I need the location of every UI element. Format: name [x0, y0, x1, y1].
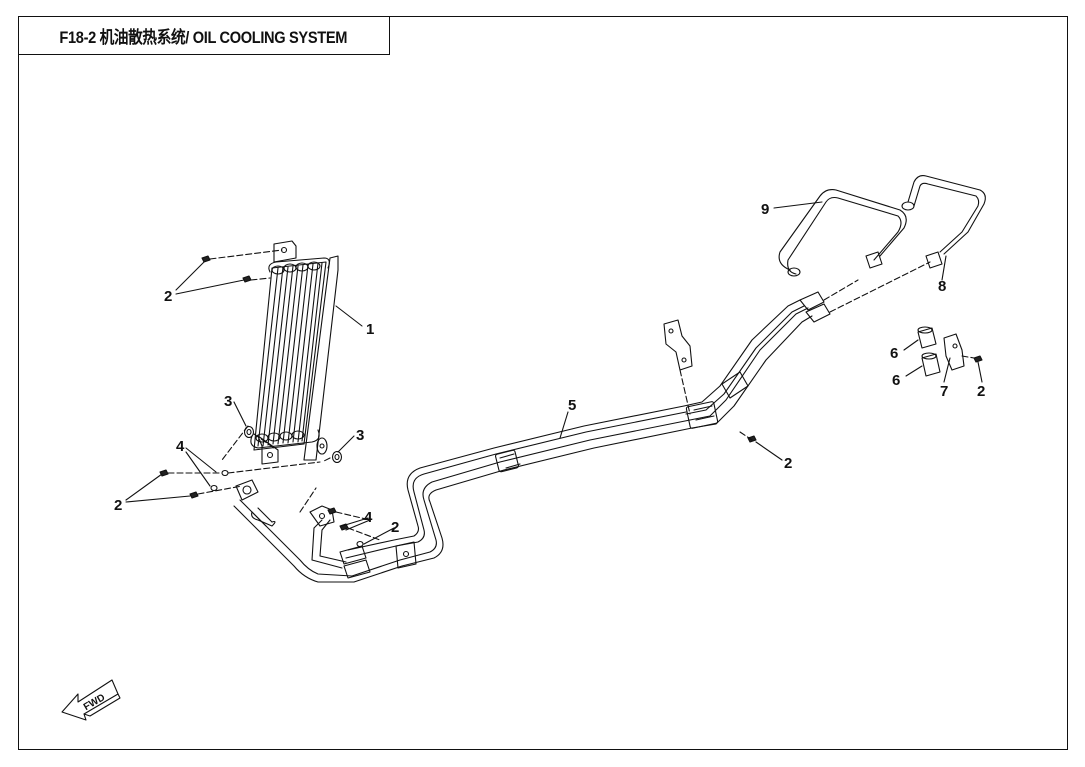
- callout-2-far-right: 2: [977, 383, 985, 400]
- callout-8: 8: [938, 278, 946, 295]
- sleeves-and-clamp: [917, 326, 983, 377]
- callout-6-lower: 6: [892, 372, 900, 389]
- fwd-label: FWD: [82, 692, 107, 713]
- callout-3-right: 3: [356, 427, 364, 444]
- oil-cooler: [250, 240, 339, 465]
- callout-2-middle: 2: [391, 519, 399, 536]
- callout-4-left: 4: [176, 438, 185, 455]
- callout-5: 5: [568, 397, 576, 414]
- callout-3-left: 3: [224, 393, 232, 410]
- title-box: F18-2 机油散热系统/ OIL COOLING SYSTEM: [18, 16, 390, 55]
- callout-7: 7: [940, 383, 948, 400]
- diagram-title: F18-2 机油散热系统/ OIL COOLING SYSTEM: [59, 27, 348, 47]
- bolt-right: [739, 431, 757, 443]
- leader-lines: [125, 201, 983, 545]
- lower-left-fittings: [159, 461, 321, 501]
- callout-4-middle: 4: [364, 509, 373, 526]
- callout-6-upper: 6: [890, 345, 898, 362]
- callout-9: 9: [761, 201, 769, 218]
- bolt-group-upper: [201, 249, 283, 283]
- callout-2-lower-left: 2: [114, 497, 122, 514]
- drawing-frame: [18, 16, 1068, 750]
- oil-pipe-assembly: [233, 261, 931, 583]
- callout-2-upper: 2: [164, 288, 172, 305]
- grommets: [221, 425, 343, 464]
- callout-1: 1: [366, 321, 374, 338]
- pipe-support-bracket: [663, 319, 693, 415]
- oil-pipe-8: [901, 175, 986, 269]
- callout-2-right: 2: [784, 455, 792, 472]
- fwd-arrow-icon: [61, 679, 121, 721]
- oil-pipe-9: [778, 189, 907, 277]
